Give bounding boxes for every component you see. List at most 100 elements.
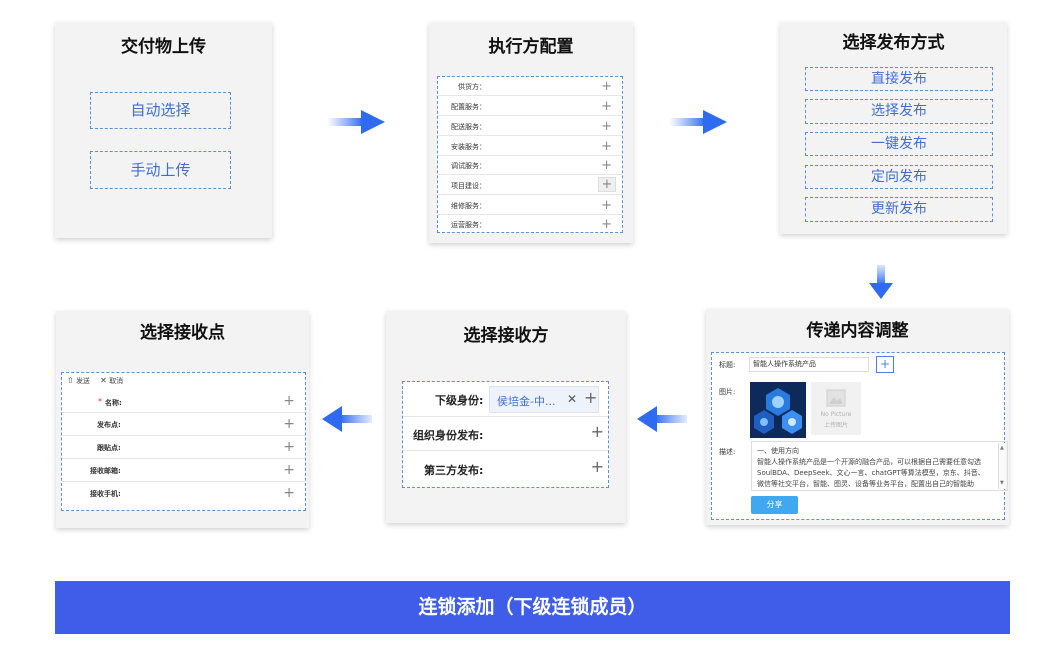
send-icon[interactable]: ⇧ bbox=[67, 376, 74, 385]
row-label: 供货方： bbox=[458, 83, 486, 91]
add-plus-icon[interactable]: + bbox=[590, 457, 604, 476]
send-button[interactable]: 发送 bbox=[75, 377, 90, 385]
row-label: 配送服务： bbox=[451, 123, 486, 131]
card-title: 交付物上传 bbox=[121, 37, 206, 57]
scrollbar[interactable]: ▲ ▼ bbox=[998, 443, 1006, 489]
auto-select-option[interactable]: 自动选择 bbox=[90, 92, 231, 129]
arrow-left-icon bbox=[322, 406, 372, 432]
upload-image-text: 上传图片 bbox=[823, 422, 848, 429]
share-button[interactable]: 分享 bbox=[751, 496, 798, 514]
add-plus-icon[interactable]: + bbox=[601, 217, 612, 232]
add-plus-icon[interactable]: + bbox=[601, 119, 612, 134]
point-row: 接收邮箱: + bbox=[62, 459, 305, 482]
clear-icon[interactable]: ✕ bbox=[567, 392, 578, 406]
row-label: 发布点: bbox=[97, 421, 121, 429]
add-plus-icon[interactable]: + bbox=[283, 416, 295, 432]
scroll-down-icon[interactable]: ▼ bbox=[1000, 480, 1004, 486]
title-input[interactable]: 智能人操作系统产品 bbox=[749, 357, 869, 372]
chain-add-banner-button[interactable]: 连锁添加（下级连锁成员） bbox=[55, 581, 1010, 634]
description-line: SoulBDA、DeepSeek、文心一言、chatGPT等算法模型，京东、抖音… bbox=[757, 469, 985, 477]
selected-value: 侯培金-中... bbox=[497, 395, 556, 408]
title-label: 标题: bbox=[719, 361, 736, 369]
card-title: 传递内容调整 bbox=[806, 321, 909, 341]
card-deliverable-upload: 交付物上传 自动选择 手动上传 bbox=[55, 22, 272, 238]
update-publish-option[interactable]: 更新发布 bbox=[805, 197, 993, 222]
service-row: 运营服务： + bbox=[438, 215, 622, 233]
card-title: 选择接收方 bbox=[463, 326, 549, 346]
add-plus-icon[interactable]: + bbox=[283, 439, 295, 455]
cancel-button[interactable]: 取消 bbox=[109, 377, 124, 385]
description-textarea[interactable]: 一、使用方向 智能人操作系统产品是一个开源的融合产品，可以根据自己需要任意勾选 … bbox=[751, 441, 1008, 491]
row-label: 组织身份发布: bbox=[413, 429, 484, 442]
point-row: 接收手机: + bbox=[62, 482, 305, 505]
subordinate-identity-select[interactable]: 侯培金-中... ✕ + bbox=[489, 386, 599, 413]
row-label: 接收邮箱: bbox=[90, 467, 121, 475]
add-plus-icon[interactable]: + bbox=[598, 177, 616, 192]
row-label: 下级身份: bbox=[435, 394, 484, 407]
add-plus-icon[interactable]: + bbox=[601, 99, 612, 114]
receiver-row: 组织身份发布: + bbox=[403, 417, 608, 451]
service-row: 调试服务： + bbox=[438, 156, 622, 175]
scroll-up-icon[interactable]: ▲ bbox=[1000, 445, 1004, 451]
manual-upload-option[interactable]: 手动上传 bbox=[90, 151, 231, 189]
executor-service-list: 供货方： + 配置服务： + 配送服务： + 安装服务： + 调试服务： + 项… bbox=[437, 76, 623, 233]
service-row: 供货方： + bbox=[438, 77, 622, 96]
row-label: 项目建设： bbox=[451, 182, 486, 190]
add-plus-icon[interactable]: + bbox=[283, 462, 295, 478]
product-thumbnail-image[interactable] bbox=[750, 382, 806, 438]
select-publish-option[interactable]: 选择发布 bbox=[805, 99, 993, 124]
arrow-right-icon bbox=[327, 110, 385, 134]
add-plus-icon[interactable]: + bbox=[590, 422, 604, 441]
row-label: 跟贴点: bbox=[97, 444, 121, 452]
picture-icon bbox=[826, 389, 846, 407]
receiver-form: 下级身份: 侯培金-中... ✕ + 组织身份发布: + 第三方发布: + bbox=[402, 381, 609, 488]
close-icon[interactable]: ✕ bbox=[100, 376, 107, 385]
arrow-right-icon bbox=[669, 110, 727, 134]
add-plus-icon[interactable]: + bbox=[876, 356, 894, 373]
no-picture-text: No Picture bbox=[820, 411, 852, 418]
service-row: 项目建设： + bbox=[438, 175, 622, 195]
card-executor-config: 执行方配置 供货方： + 配置服务： + 配送服务： + 安装服务： + 调试服… bbox=[429, 22, 633, 243]
row-label: 名称: bbox=[105, 399, 122, 407]
add-plus-icon[interactable]: + bbox=[283, 485, 295, 501]
description-line: 微信等社交平台，智能、图灵、设备等业务平台，配置出自己的智能助 bbox=[757, 480, 974, 488]
description-line: 一、使用方向 bbox=[757, 447, 799, 455]
row-label: 接收手机: bbox=[90, 490, 121, 498]
title-input-value: 智能人操作系统产品 bbox=[753, 360, 816, 368]
card-select-receiver: 选择接收方 下级身份: 侯培金-中... ✕ + 组织身份发布: + 第三方发布… bbox=[386, 311, 626, 523]
image-upload-placeholder[interactable]: No Picture 上传图片 bbox=[811, 382, 861, 435]
add-plus-icon[interactable]: + bbox=[584, 388, 598, 407]
service-row: 维修服务： + bbox=[438, 195, 622, 215]
add-plus-icon[interactable]: + bbox=[601, 198, 612, 213]
row-label: 配置服务： bbox=[451, 103, 486, 111]
one-click-publish-option[interactable]: 一键发布 bbox=[805, 132, 993, 156]
content-form: 标题: 智能人操作系统产品 + 图片: No Picture 上传图片 描述: … bbox=[711, 352, 1008, 520]
point-row: 发布点: + bbox=[62, 413, 305, 436]
add-plus-icon[interactable]: + bbox=[283, 393, 295, 409]
row-label: 第三方发布: bbox=[424, 464, 484, 477]
add-plus-icon[interactable]: + bbox=[601, 139, 612, 154]
arrow-left-icon bbox=[637, 406, 687, 432]
point-row: * 名称: + bbox=[62, 391, 305, 413]
add-plus-icon[interactable]: + bbox=[601, 158, 612, 173]
add-plus-icon[interactable]: + bbox=[601, 79, 612, 94]
receiver-row: 下级身份: 侯培金-中... ✕ + bbox=[403, 382, 608, 417]
row-label: 安装服务： bbox=[451, 143, 486, 151]
point-row: 跟贴点: + bbox=[62, 436, 305, 459]
card-title: 选择发布方式 bbox=[842, 33, 945, 53]
service-row: 配置服务： + bbox=[438, 96, 622, 116]
description-line: 智能人操作系统产品是一个开源的融合产品，可以根据自己需要任意勾选 bbox=[757, 458, 981, 466]
card-title: 执行方配置 bbox=[488, 37, 574, 57]
service-row: 安装服务： + bbox=[438, 136, 622, 156]
targeted-publish-option[interactable]: 定向发布 bbox=[805, 165, 993, 189]
required-mark: * bbox=[98, 397, 102, 406]
row-label: 运营服务： bbox=[451, 221, 486, 229]
description-label: 描述: bbox=[719, 448, 736, 456]
row-label: 调试服务： bbox=[451, 162, 486, 170]
service-row: 配送服务： + bbox=[438, 116, 622, 136]
card-title: 选择接收点 bbox=[140, 323, 225, 343]
image-label: 图片: bbox=[719, 388, 736, 396]
card-select-receive-point: 选择接收点 ⇧ 发送 ✕ 取消 * 名称: + 发布点: + 跟贴点: + 接收… bbox=[56, 311, 309, 528]
direct-publish-option[interactable]: 直接发布 bbox=[805, 67, 993, 91]
receiver-row: 第三方发布: + bbox=[403, 451, 608, 488]
